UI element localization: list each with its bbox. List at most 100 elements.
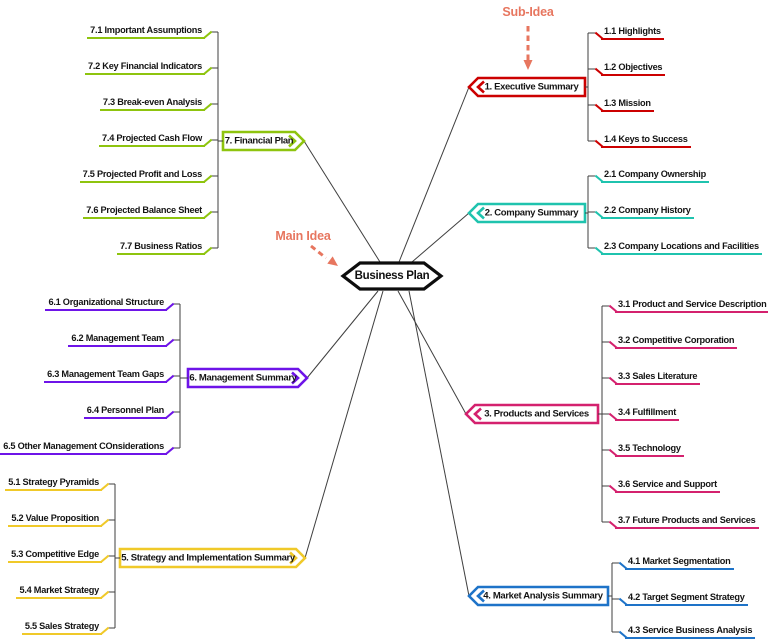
topic-item[interactable]: 3.6 Service and Support [608,479,720,493]
topic-label: 7.6 Projected Balance Sheet [86,205,202,215]
topic-item[interactable]: 5.3 Competitive Edge [8,549,109,563]
topic-underline-bend [608,520,618,529]
topic-underline-bend [608,448,618,457]
topic-item[interactable]: 7.5 Projected Profit and Loss [79,169,212,183]
topic-item[interactable]: 5.5 Sales Strategy [21,621,109,635]
topic-item[interactable]: 6.3 Management Team Gaps [44,369,174,383]
topic-label: 7.1 Important Assumptions [90,25,202,35]
topic-item[interactable]: 5.1 Strategy Pyramids [5,477,109,491]
topic-item[interactable]: 7.1 Important Assumptions [87,25,212,39]
topic-item[interactable]: 6.4 Personnel Plan [83,405,174,419]
topic-label: 3.5 Technology [618,443,681,453]
branch-node-4[interactable]: 4. Market Analysis Summary [483,590,603,602]
topic-item[interactable]: 7.7 Business Ratios [116,241,212,255]
topic-item[interactable]: 5.4 Market Strategy [16,585,109,599]
topic-label: 7.4 Projected Cash Flow [102,133,202,143]
topic-item[interactable]: 3.1 Product and Service Description [608,299,768,313]
topic-underline-bend [618,561,628,570]
branch-node-chevron-7 [288,134,297,148]
topic-underline-bend [164,446,174,455]
topic-underline-bend [594,31,604,40]
branch-node-3[interactable]: 3. Products and Services [484,408,589,420]
branch-node-6[interactable]: 6. Management Summary [189,372,297,384]
topic-item[interactable]: 3.3 Sales Literature [608,371,701,385]
topic-item[interactable]: 2.2 Company History [594,205,694,219]
connector-line-branch-7 [303,140,381,263]
connector-line-branch-2 [411,212,470,263]
topic-underline-bend [202,102,212,111]
topic-item[interactable]: 6.1 Organizational Structure [45,297,174,311]
topic-underline-bend [202,66,212,75]
topic-label: 3.6 Service and Support [618,479,717,489]
topic-label: 1.2 Objectives [604,62,663,72]
topic-label: 5.1 Strategy Pyramids [8,477,99,487]
main-idea-arrow [310,244,327,260]
branch-node-2[interactable]: 2. Company Summary [484,207,579,219]
topic-label: 6.3 Management Team Gaps [47,369,164,379]
topic-underline-bend [164,374,174,383]
topic-item[interactable]: 3.7 Future Products and Services [608,515,759,529]
topic-label: 7.5 Projected Profit and Loss [82,169,203,179]
topic-label: 1.1 Highlights [604,26,661,36]
topic-label: 3.3 Sales Literature [618,371,698,381]
topic-underline-bend [99,554,109,563]
topic-underline-bend [608,340,618,349]
topic-item[interactable]: 4.3 Service Business Analysis [618,625,756,639]
connector-line-branch-6 [306,290,379,379]
topic-underline-bend [594,246,604,255]
topic-item[interactable]: 1.4 Keys to Success [594,134,691,148]
topic-underline-bend [608,376,618,385]
branch-node-chevron-1 [476,80,485,94]
topic-underline-bend [202,174,212,183]
topic-item[interactable]: 7.3 Break-even Analysis [99,97,212,111]
topic-underline-bend [202,138,212,147]
topic-item[interactable]: 3.5 Technology [608,443,684,457]
central-node[interactable]: Business Plan [354,270,430,282]
topic-label: 3.7 Future Products and Services [618,515,756,525]
topic-item[interactable]: 2.1 Company Ownership [594,169,709,183]
topic-item[interactable]: 6.5 Other Management COnsiderations [0,441,174,455]
topic-item[interactable]: 7.6 Projected Balance Sheet [83,205,212,219]
branch-node-chevron-4 [476,589,485,603]
topic-label: 7.7 Business Ratios [119,241,202,251]
topic-underline-bend [594,103,604,112]
topic-underline-bend [618,630,628,639]
topic-item[interactable]: 3.2 Competitive Corporation [608,335,738,349]
topic-label: 2.1 Company Ownership [604,169,706,179]
sub-idea-arrowhead-icon [523,60,533,70]
connector-line-branch-5 [304,290,384,559]
topic-item[interactable]: 4.2 Target Segment Strategy [618,592,748,606]
topic-label: 5.4 Market Strategy [19,585,99,595]
branch-node-5[interactable]: 5. Strategy and Implementation Summary [121,552,295,564]
central-node-shape [340,261,444,291]
branch-node-chevron-6 [291,371,300,385]
connector-line-branch-1 [398,86,470,263]
topic-underline-bend [608,412,618,421]
topic-item[interactable]: 5.2 Value Proposition [8,513,109,527]
topic-label: 4.3 Service Business Analysis [628,625,753,635]
topic-label: 6.4 Personnel Plan [86,405,164,415]
topic-label: 6.5 Other Management COnsiderations [3,441,164,451]
topic-item[interactable]: 1.2 Objectives [594,62,666,76]
branch-node-7[interactable]: 7. Financial Plan [224,135,294,147]
topic-item[interactable]: 3.4 Fulfillment [608,407,680,421]
topic-item[interactable]: 1.3 Mission [594,98,654,112]
topic-item[interactable]: 7.2 Key Financial Indicators [84,61,212,75]
topic-item[interactable]: 1.1 Highlights [594,26,664,40]
topic-label: 4.2 Target Segment Strategy [628,592,745,602]
topic-underline-bend [99,518,109,527]
topic-label: 2.3 Company Locations and Facilities [604,241,759,251]
branch-node-1[interactable]: 1. Executive Summary [484,81,579,93]
main-idea-arrowhead-icon [327,256,338,266]
topic-label: 1.3 Mission [604,98,651,108]
topic-label: 1.4 Keys to Success [604,134,688,144]
topic-item[interactable]: 7.4 Projected Cash Flow [99,133,212,147]
topic-item[interactable]: 2.3 Company Locations and Facilities [594,241,762,255]
topic-item[interactable]: 4.1 Market Segmentation [618,556,734,570]
sub-idea-label[interactable]: Sub-Idea [502,5,554,19]
main-idea-label[interactable]: Main Idea [275,229,331,243]
topic-item[interactable]: 6.2 Management Team [68,333,174,347]
